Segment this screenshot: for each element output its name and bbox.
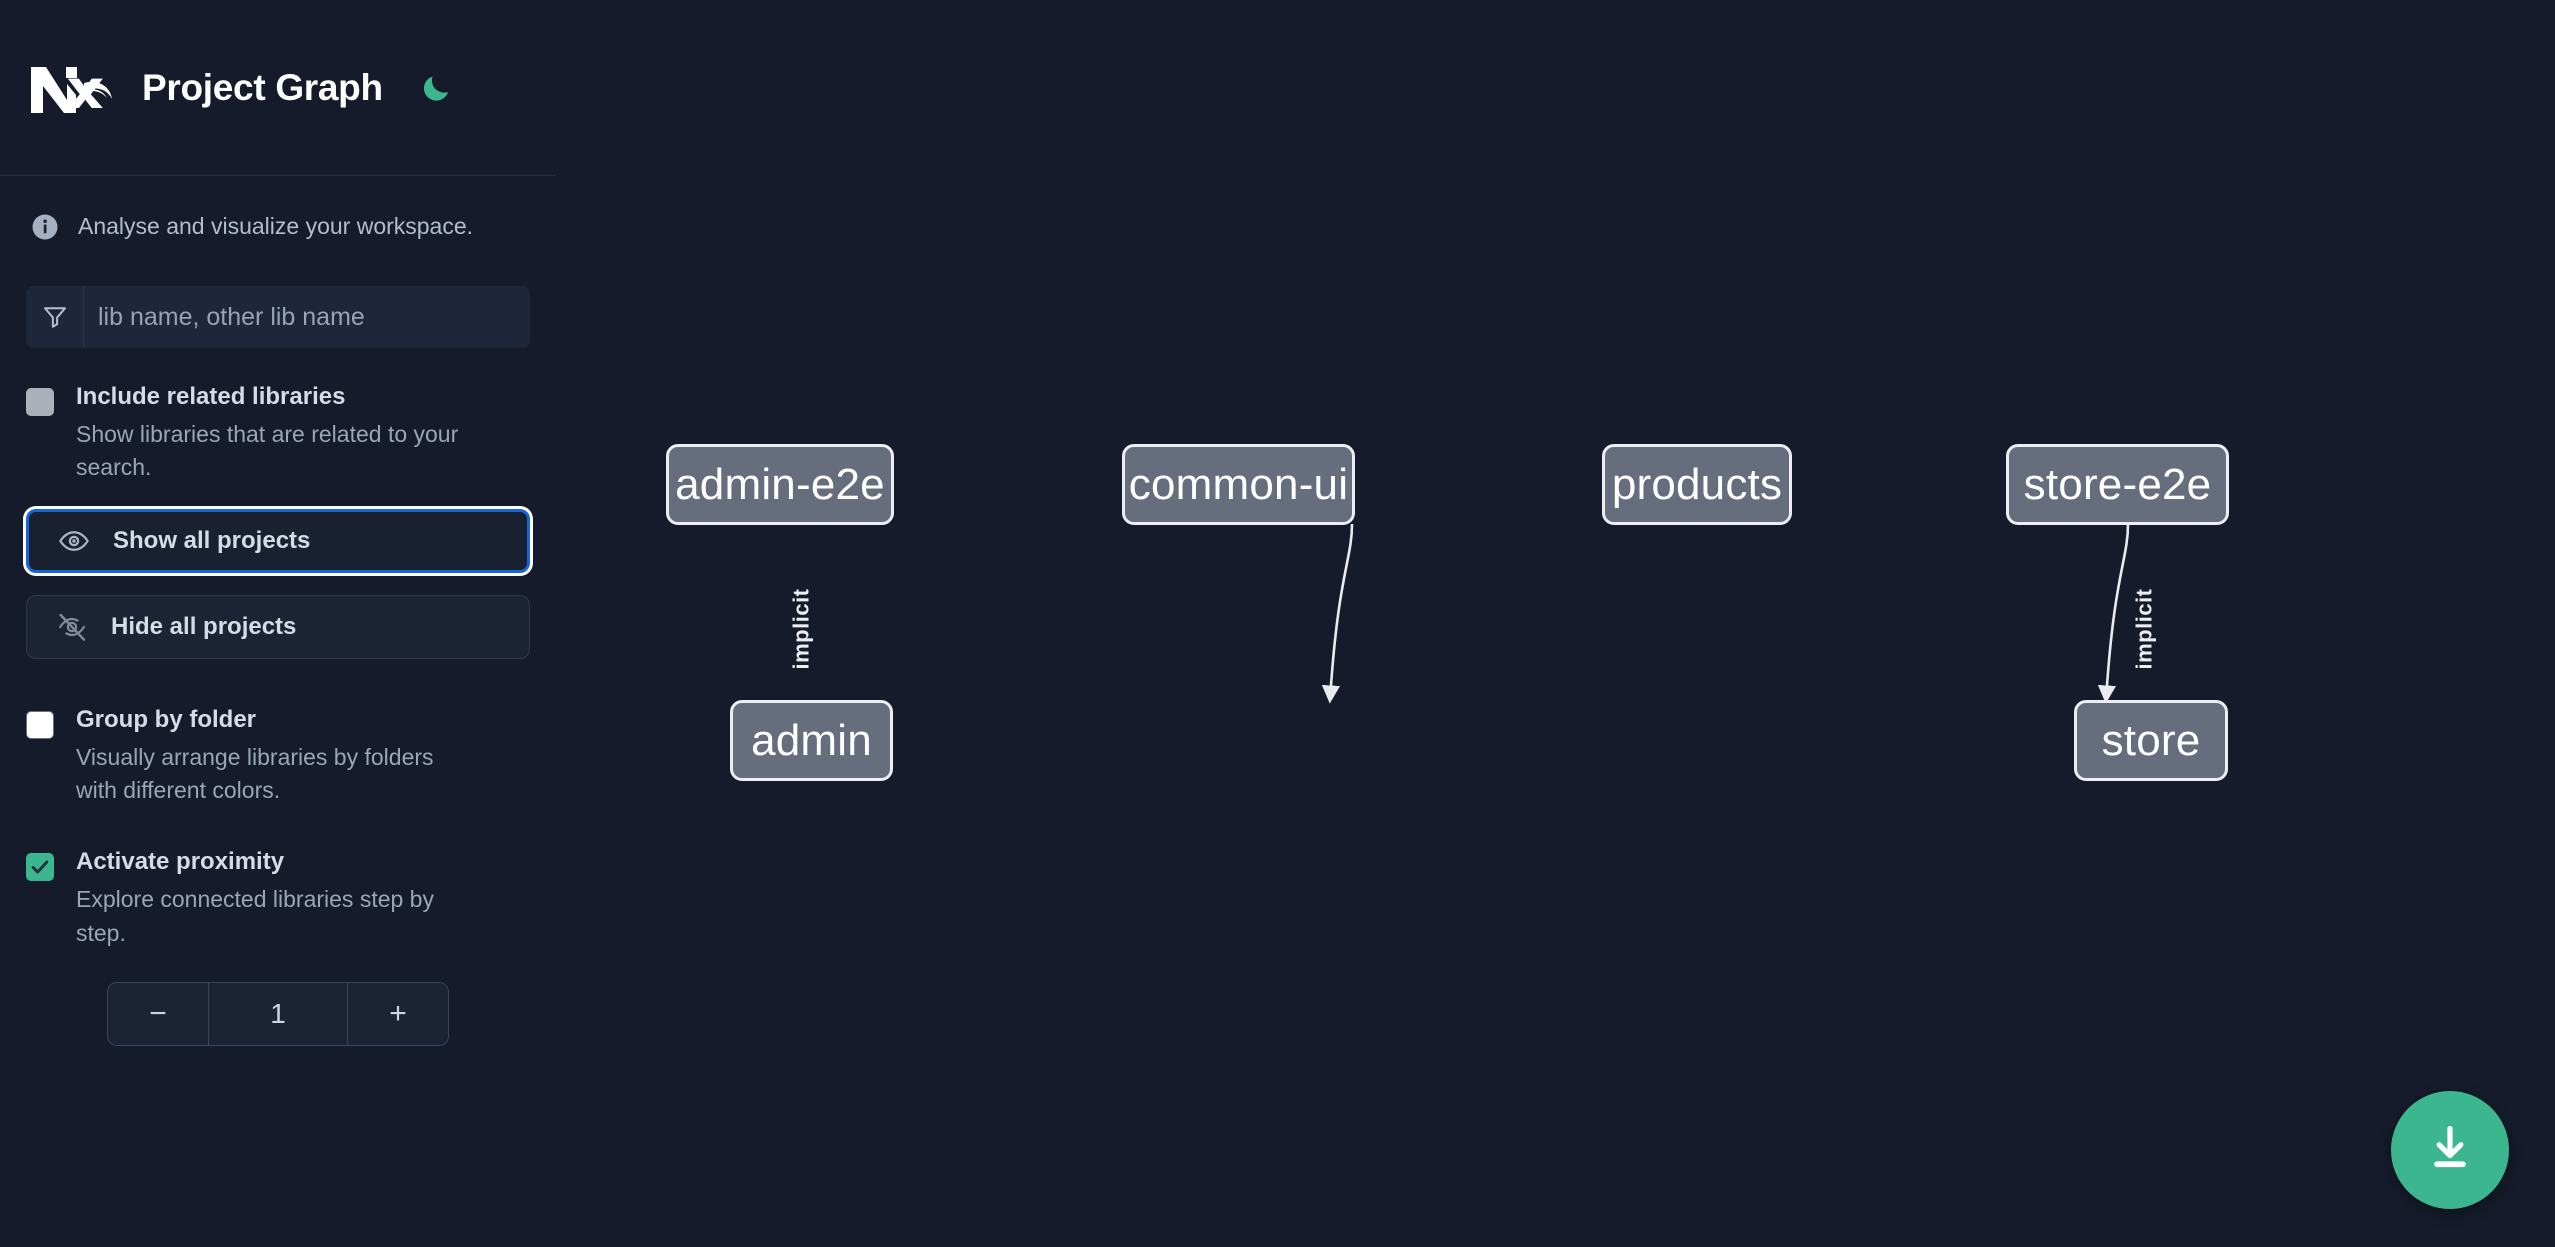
- option-description: Show libraries that are related to your …: [76, 421, 459, 481]
- proximity-increment-button[interactable]: +: [347, 983, 448, 1046]
- search-field[interactable]: [26, 286, 530, 348]
- edge-store-e2e-to-store: [2097, 523, 2130, 704]
- option-label: Include related libraries: [76, 383, 346, 410]
- download-image-button[interactable]: [2391, 1091, 2509, 1209]
- graph-node-store[interactable]: store: [2074, 700, 2228, 781]
- option-description: Visually arrange libraries by folders wi…: [76, 743, 434, 804]
- project-visibility-buttons: Show all projects Hide all projects: [26, 508, 530, 659]
- edge-label-admin-e2e-to-admin: implicit: [788, 588, 814, 670]
- hide-all-projects-label: Hide all projects: [111, 612, 297, 640]
- option-activate-proximity[interactable]: Activate proximity Explore connected lib…: [26, 847, 530, 950]
- sidebar-body: Include related libraries Show libraries…: [0, 286, 556, 1047]
- option-description: Explore connected libraries step by step…: [76, 886, 434, 946]
- proximity-stepper: − 1 +: [107, 982, 449, 1047]
- sidebar: Project Graph Analyse and visualize your…: [0, 0, 556, 1247]
- proximity-value: 1: [209, 983, 347, 1046]
- info-icon: [30, 212, 60, 242]
- search-input[interactable]: [84, 286, 530, 348]
- option-label: Activate proximity: [76, 848, 285, 876]
- option-group-by-folder[interactable]: Group by folder Visually arrange librari…: [26, 705, 530, 808]
- checkbox-activate-proximity[interactable]: [26, 853, 54, 882]
- edge-admin-e2e-to-admin: [1321, 523, 1354, 704]
- hide-all-projects-button[interactable]: Hide all projects: [26, 594, 530, 659]
- filter-icon: [26, 286, 84, 348]
- graph-node-common-ui[interactable]: common-ui: [1122, 444, 1355, 525]
- graph-canvas[interactable]: admin-e2e common-ui products store-e2e a…: [556, 0, 2555, 1247]
- download-icon: [2424, 1122, 2476, 1179]
- nx-logo-icon: [26, 57, 118, 119]
- checkbox-group-by-folder[interactable]: [26, 710, 54, 739]
- graph-node-products[interactable]: products: [1602, 444, 1792, 525]
- show-all-projects-label: Show all projects: [113, 526, 311, 554]
- graph-edges: [1321, 523, 2130, 704]
- sidebar-header: Project Graph: [0, 0, 556, 176]
- graph-node-admin-e2e[interactable]: admin-e2e: [666, 444, 894, 525]
- page-title: Project Graph: [142, 66, 383, 108]
- show-all-projects-button[interactable]: Show all projects: [26, 508, 530, 573]
- sidebar-info-text: Analyse and visualize your workspace.: [78, 213, 474, 240]
- edge-label-store-e2e-to-store: implicit: [2131, 588, 2157, 670]
- moon-icon[interactable]: [415, 67, 457, 109]
- eye-icon: [57, 524, 91, 558]
- checkbox-include-related-libraries[interactable]: [26, 388, 54, 416]
- sidebar-info: Analyse and visualize your workspace.: [0, 176, 556, 272]
- graph-node-admin[interactable]: admin: [730, 700, 893, 781]
- graph-node-store-e2e[interactable]: store-e2e: [2006, 444, 2229, 525]
- option-label: Group by folder: [76, 705, 256, 733]
- option-include-related-libraries[interactable]: Include related libraries Show libraries…: [26, 382, 530, 485]
- proximity-decrement-button[interactable]: −: [108, 983, 209, 1046]
- eye-off-icon: [55, 610, 89, 644]
